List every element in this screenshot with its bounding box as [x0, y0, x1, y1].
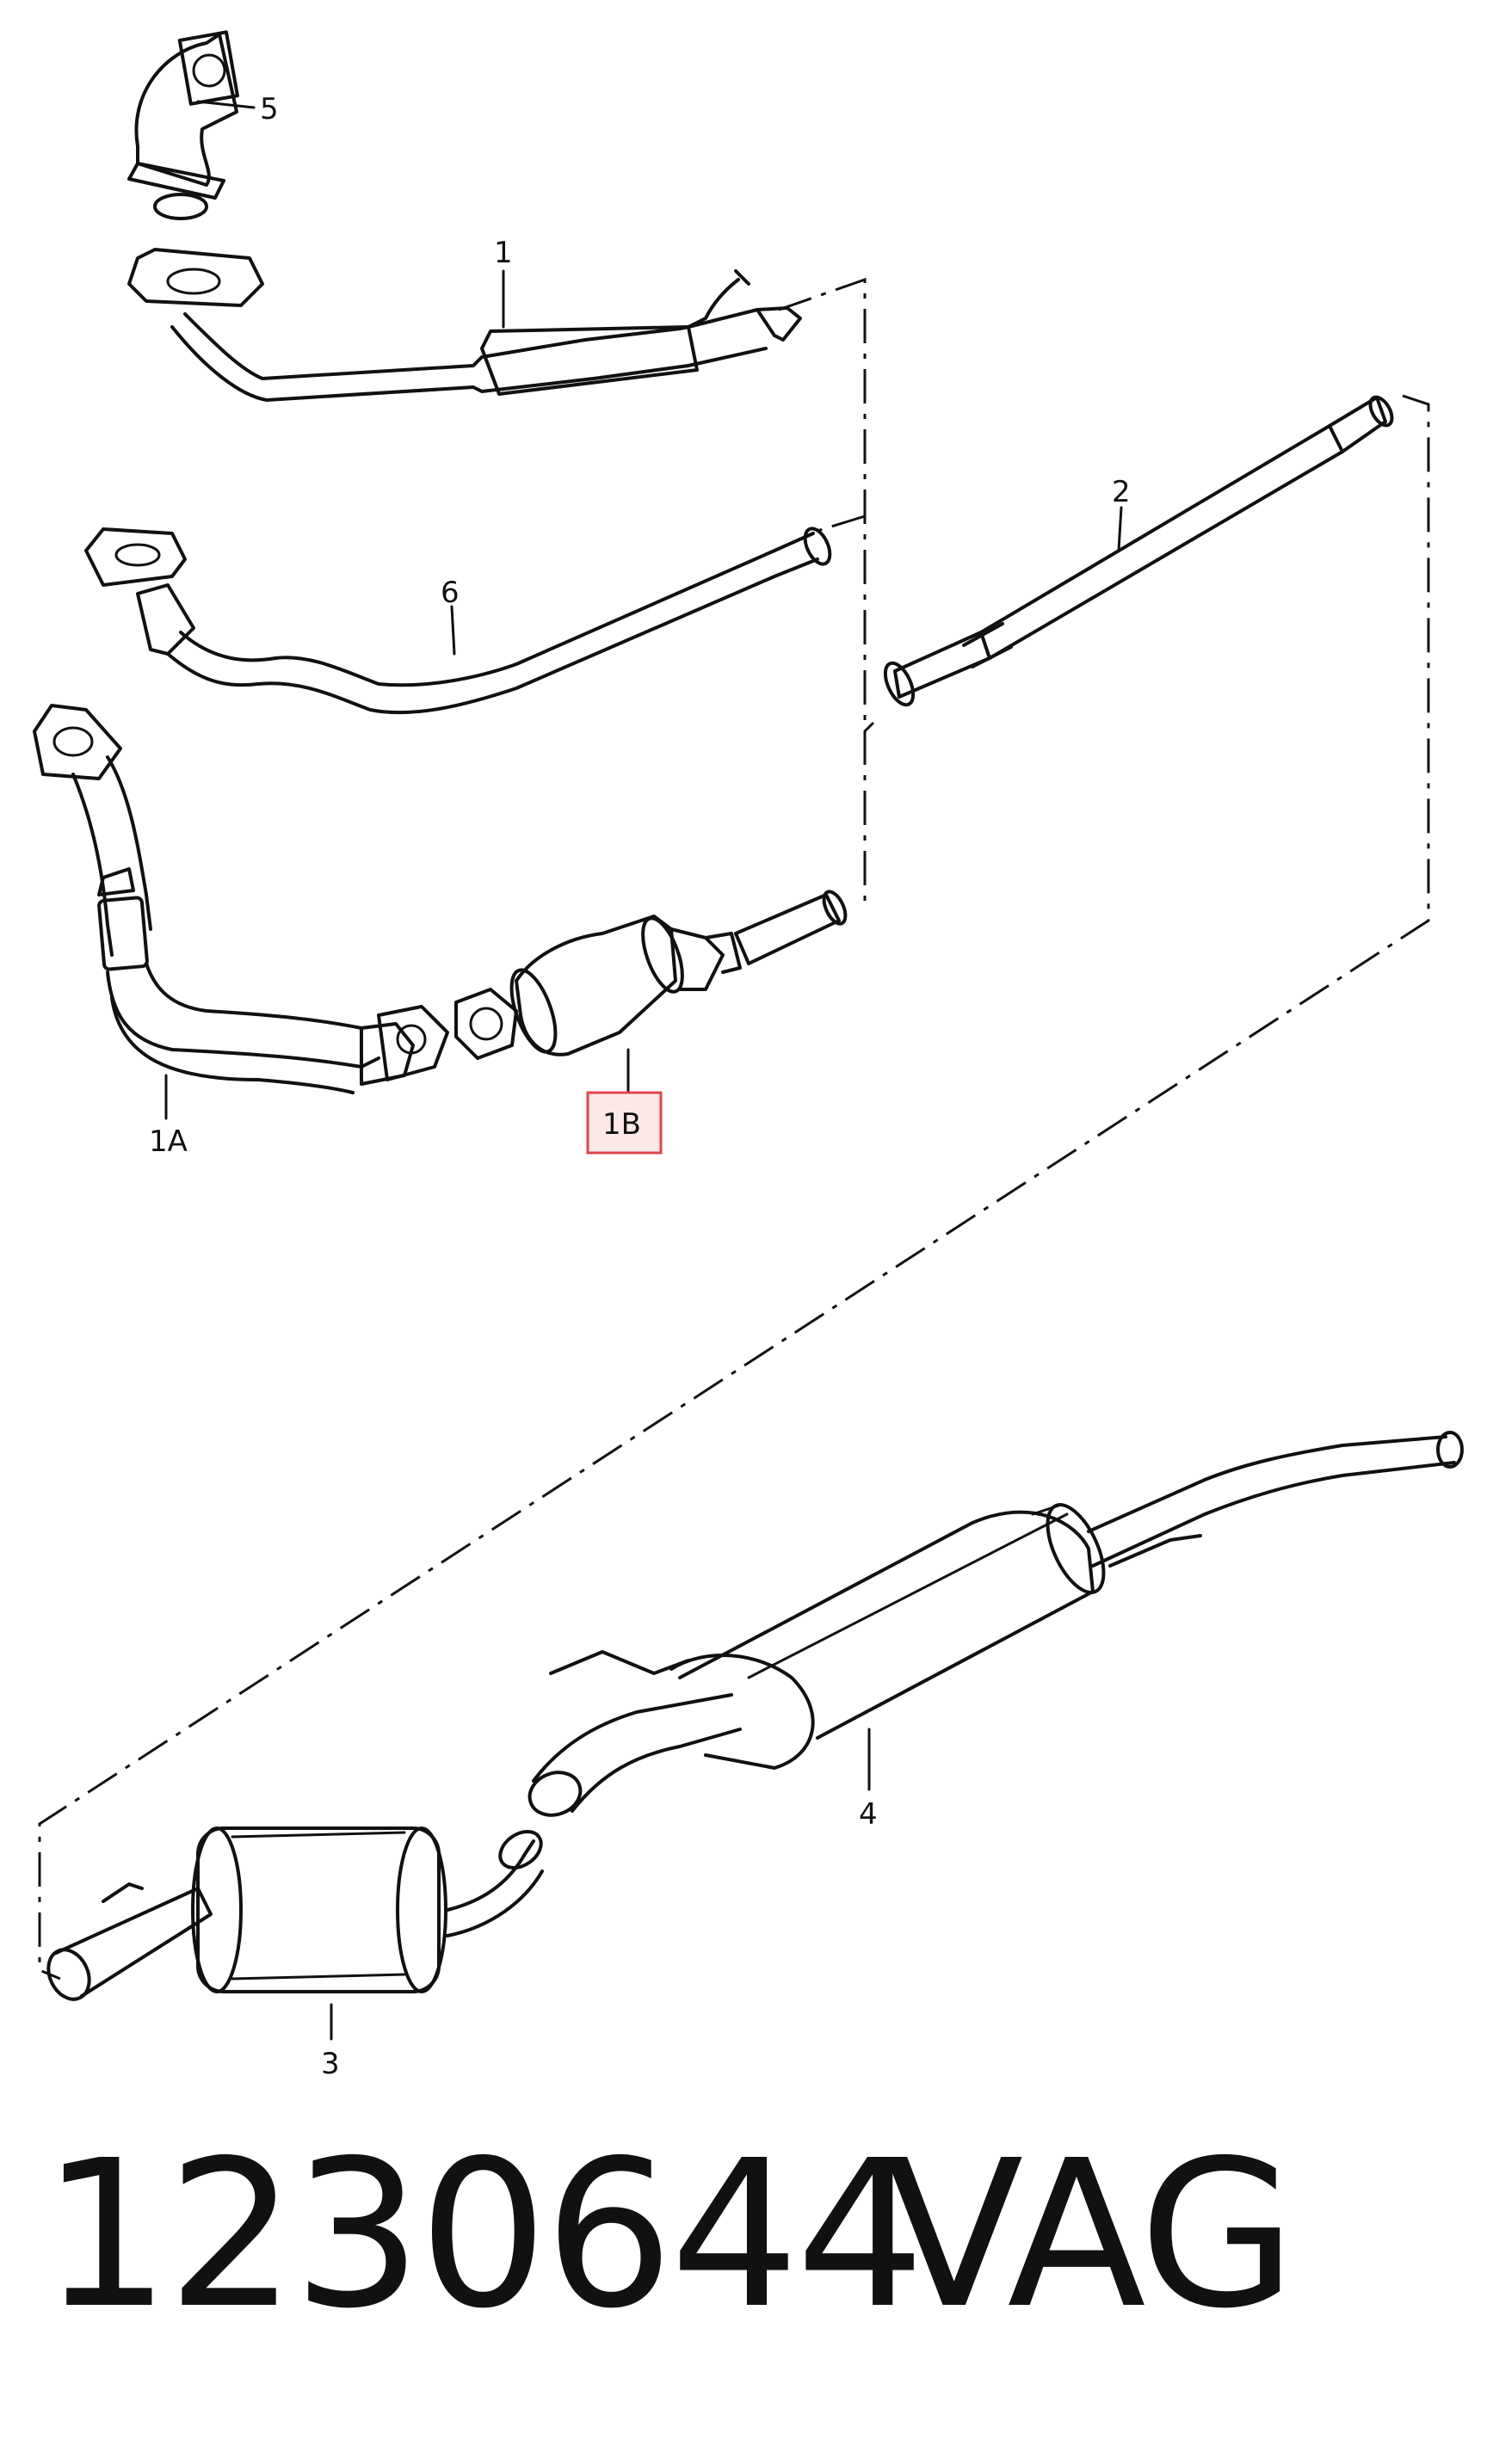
callout-1b: 1B: [602, 1107, 641, 1142]
leader-lines: [164, 100, 1123, 2041]
part-1a-front-pipe: [33, 704, 449, 1094]
highlight-box-1b: [586, 1091, 663, 1155]
part-5-flange-adapter: [127, 30, 239, 220]
callout-1: 1: [494, 236, 513, 270]
part-3-rear-silencer: [46, 1826, 544, 2001]
part-6-front-pipe: [84, 527, 832, 715]
part-4-middle-silencer: [527, 1431, 1464, 1817]
callout-1a: 1A: [149, 1124, 188, 1159]
callout-5: 5: [260, 92, 279, 126]
callout-6: 6: [441, 576, 460, 610]
part-2-intermediate-pipe: [883, 395, 1394, 707]
connection-lines: [38, 277, 1430, 1980]
callout-4: 4: [859, 1797, 878, 1832]
part-number: 1230644: [41, 2116, 925, 2353]
callout-2: 2: [1112, 475, 1131, 509]
exhaust-diagram: 5 1 6 2 1A 1B 4 3: [33, 30, 1464, 2081]
callout-3: 3: [321, 2047, 340, 2081]
part-1-front-pipe: [127, 248, 802, 402]
brand-name: VAG: [885, 2116, 1297, 2353]
footer: 1230644 VAG: [41, 2134, 1453, 2392]
part-1b-catalytic-converter: [454, 890, 848, 1060]
